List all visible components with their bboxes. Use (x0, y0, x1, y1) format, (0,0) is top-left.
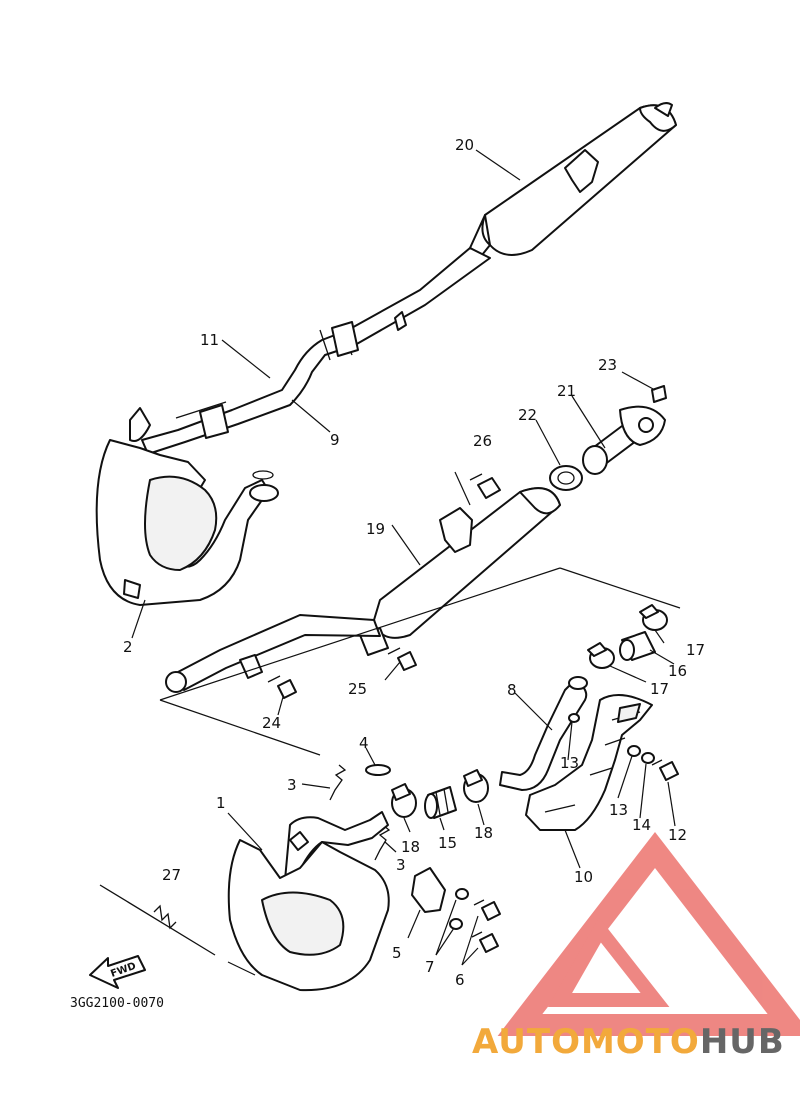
callout-5: 5 (392, 944, 402, 962)
callout-22: 22 (518, 406, 537, 424)
callout-1: 1 (216, 794, 226, 812)
bolt-25 (387, 647, 417, 671)
callout-17b: 17 (650, 680, 669, 698)
callout-2: 2 (123, 638, 133, 656)
callout-11: 11 (200, 331, 219, 349)
callout-16: 16 (668, 662, 687, 680)
expansion-chamber-2 (95, 407, 279, 606)
callout-17a: 17 (686, 641, 705, 659)
muffler-19 (165, 487, 561, 693)
callout-25: 25 (348, 680, 367, 698)
bolt-6a (473, 899, 501, 921)
sleeve-16 (619, 631, 656, 661)
callout-24: 24 (262, 714, 281, 732)
spring-rod-27 (99, 884, 216, 956)
washer-7b (449, 918, 463, 930)
callout-14: 14 (632, 816, 651, 834)
callout-8: 8 (507, 681, 517, 699)
callout-6: 6 (455, 971, 465, 989)
grommet-13a (568, 713, 580, 723)
bolt-12 (651, 759, 679, 781)
callout-19: 19 (366, 520, 385, 538)
callout-7: 7 (425, 958, 435, 976)
fwd-arrow-icon (89, 955, 146, 989)
joint-pipe-8 (499, 676, 588, 791)
clamp-18b (463, 769, 489, 803)
callout-9: 9 (330, 431, 340, 449)
o-ring-4 (365, 764, 391, 776)
bolt-24 (267, 675, 297, 699)
leader-lines (131, 149, 676, 976)
exhaust-pipe-1 (227, 811, 390, 992)
joint-15 (424, 786, 457, 819)
tail-pipe-21 (582, 385, 667, 475)
washer-13b (627, 745, 641, 757)
diagram-part-number: 3GG2100-0070 (70, 996, 164, 1011)
callout-15: 15 (438, 834, 457, 852)
exhaust-pipe-9 (141, 247, 491, 455)
heat-protector-10 (525, 694, 653, 831)
spring-3b (374, 824, 391, 861)
gasket-22 (549, 465, 583, 491)
callout-12: 12 (668, 826, 687, 844)
washer-14 (641, 752, 655, 764)
callout-18a: 18 (401, 838, 420, 856)
watermark-logo (497, 831, 800, 1036)
callout-10: 10 (574, 868, 593, 886)
callout-4: 4 (359, 734, 369, 752)
clamp-17a (639, 604, 668, 631)
callout-20: 20 (455, 136, 474, 154)
callout-13a: 13 (560, 754, 579, 772)
callout-26: 26 (473, 432, 492, 450)
callout-27: 27 (162, 866, 181, 884)
watermark-text: AUTOMOTOHUB (472, 1022, 785, 1062)
callout-3b: 3 (396, 856, 406, 874)
bolt-6b (471, 931, 499, 953)
clamp-17b (587, 642, 615, 669)
callout-23: 23 (598, 356, 617, 374)
clamp-18a (391, 783, 417, 818)
muffler-20 (469, 102, 677, 256)
bracket-5 (411, 867, 446, 913)
callout-21: 21 (557, 382, 576, 400)
callout-13b: 13 (609, 801, 628, 819)
bolt-26 (469, 473, 501, 499)
washer-7a (455, 888, 469, 900)
callout-3a: 3 (287, 776, 297, 794)
callout-18b: 18 (474, 824, 493, 842)
spring-3a (329, 764, 347, 801)
